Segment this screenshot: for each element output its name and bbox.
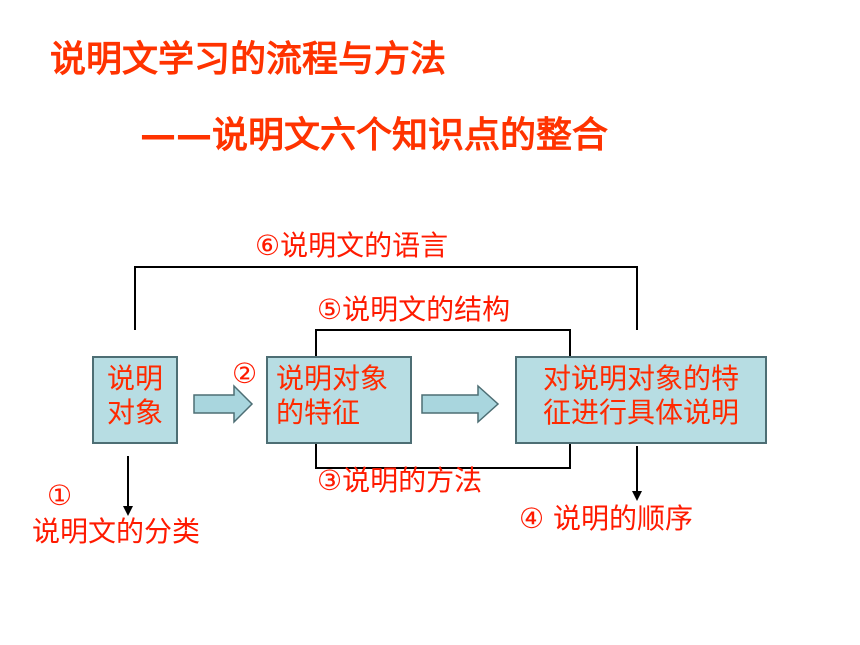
label-classification: 说明文的分类 (32, 515, 201, 548)
label-structure: ⑤说明文的结构 (317, 293, 511, 326)
page-title: 说明文学习的流程与方法 (50, 39, 447, 80)
structure-bracket (315, 329, 571, 356)
box-explain-line1: 对说明对象的特 (542, 362, 739, 395)
page-subtitle: ——说明文六个知识点的整合 (140, 115, 609, 156)
flow-arrow-1 (193, 384, 254, 424)
box-explanation-object: 说明 对象 (92, 356, 178, 444)
box-features-line1: 说明对象 (276, 362, 389, 395)
label-methods: ③说明的方法 (317, 464, 483, 497)
methods-bracket (315, 444, 571, 469)
language-bracket (134, 266, 638, 330)
label-order: ④ 说明的顺序 (519, 502, 694, 535)
classification-arrowhead (123, 506, 133, 516)
label-language: ⑥说明文的语言 (255, 229, 449, 262)
order-arrowhead (632, 491, 642, 501)
flow-arrow-2 (421, 384, 500, 424)
box-object-line2: 对象 (106, 396, 163, 429)
box-explain-line2: 征进行具体说明 (542, 396, 739, 429)
box-features-line2: 的特征 (276, 396, 361, 429)
box-object-line1: 说明 (106, 362, 163, 395)
label-number-2: ② (232, 357, 258, 390)
label-number-1: ① (47, 479, 73, 512)
box-specific-explanation: 对说明对象的特 征进行具体说明 (515, 356, 767, 444)
box-object-features: 说明对象 的特征 (266, 356, 412, 444)
